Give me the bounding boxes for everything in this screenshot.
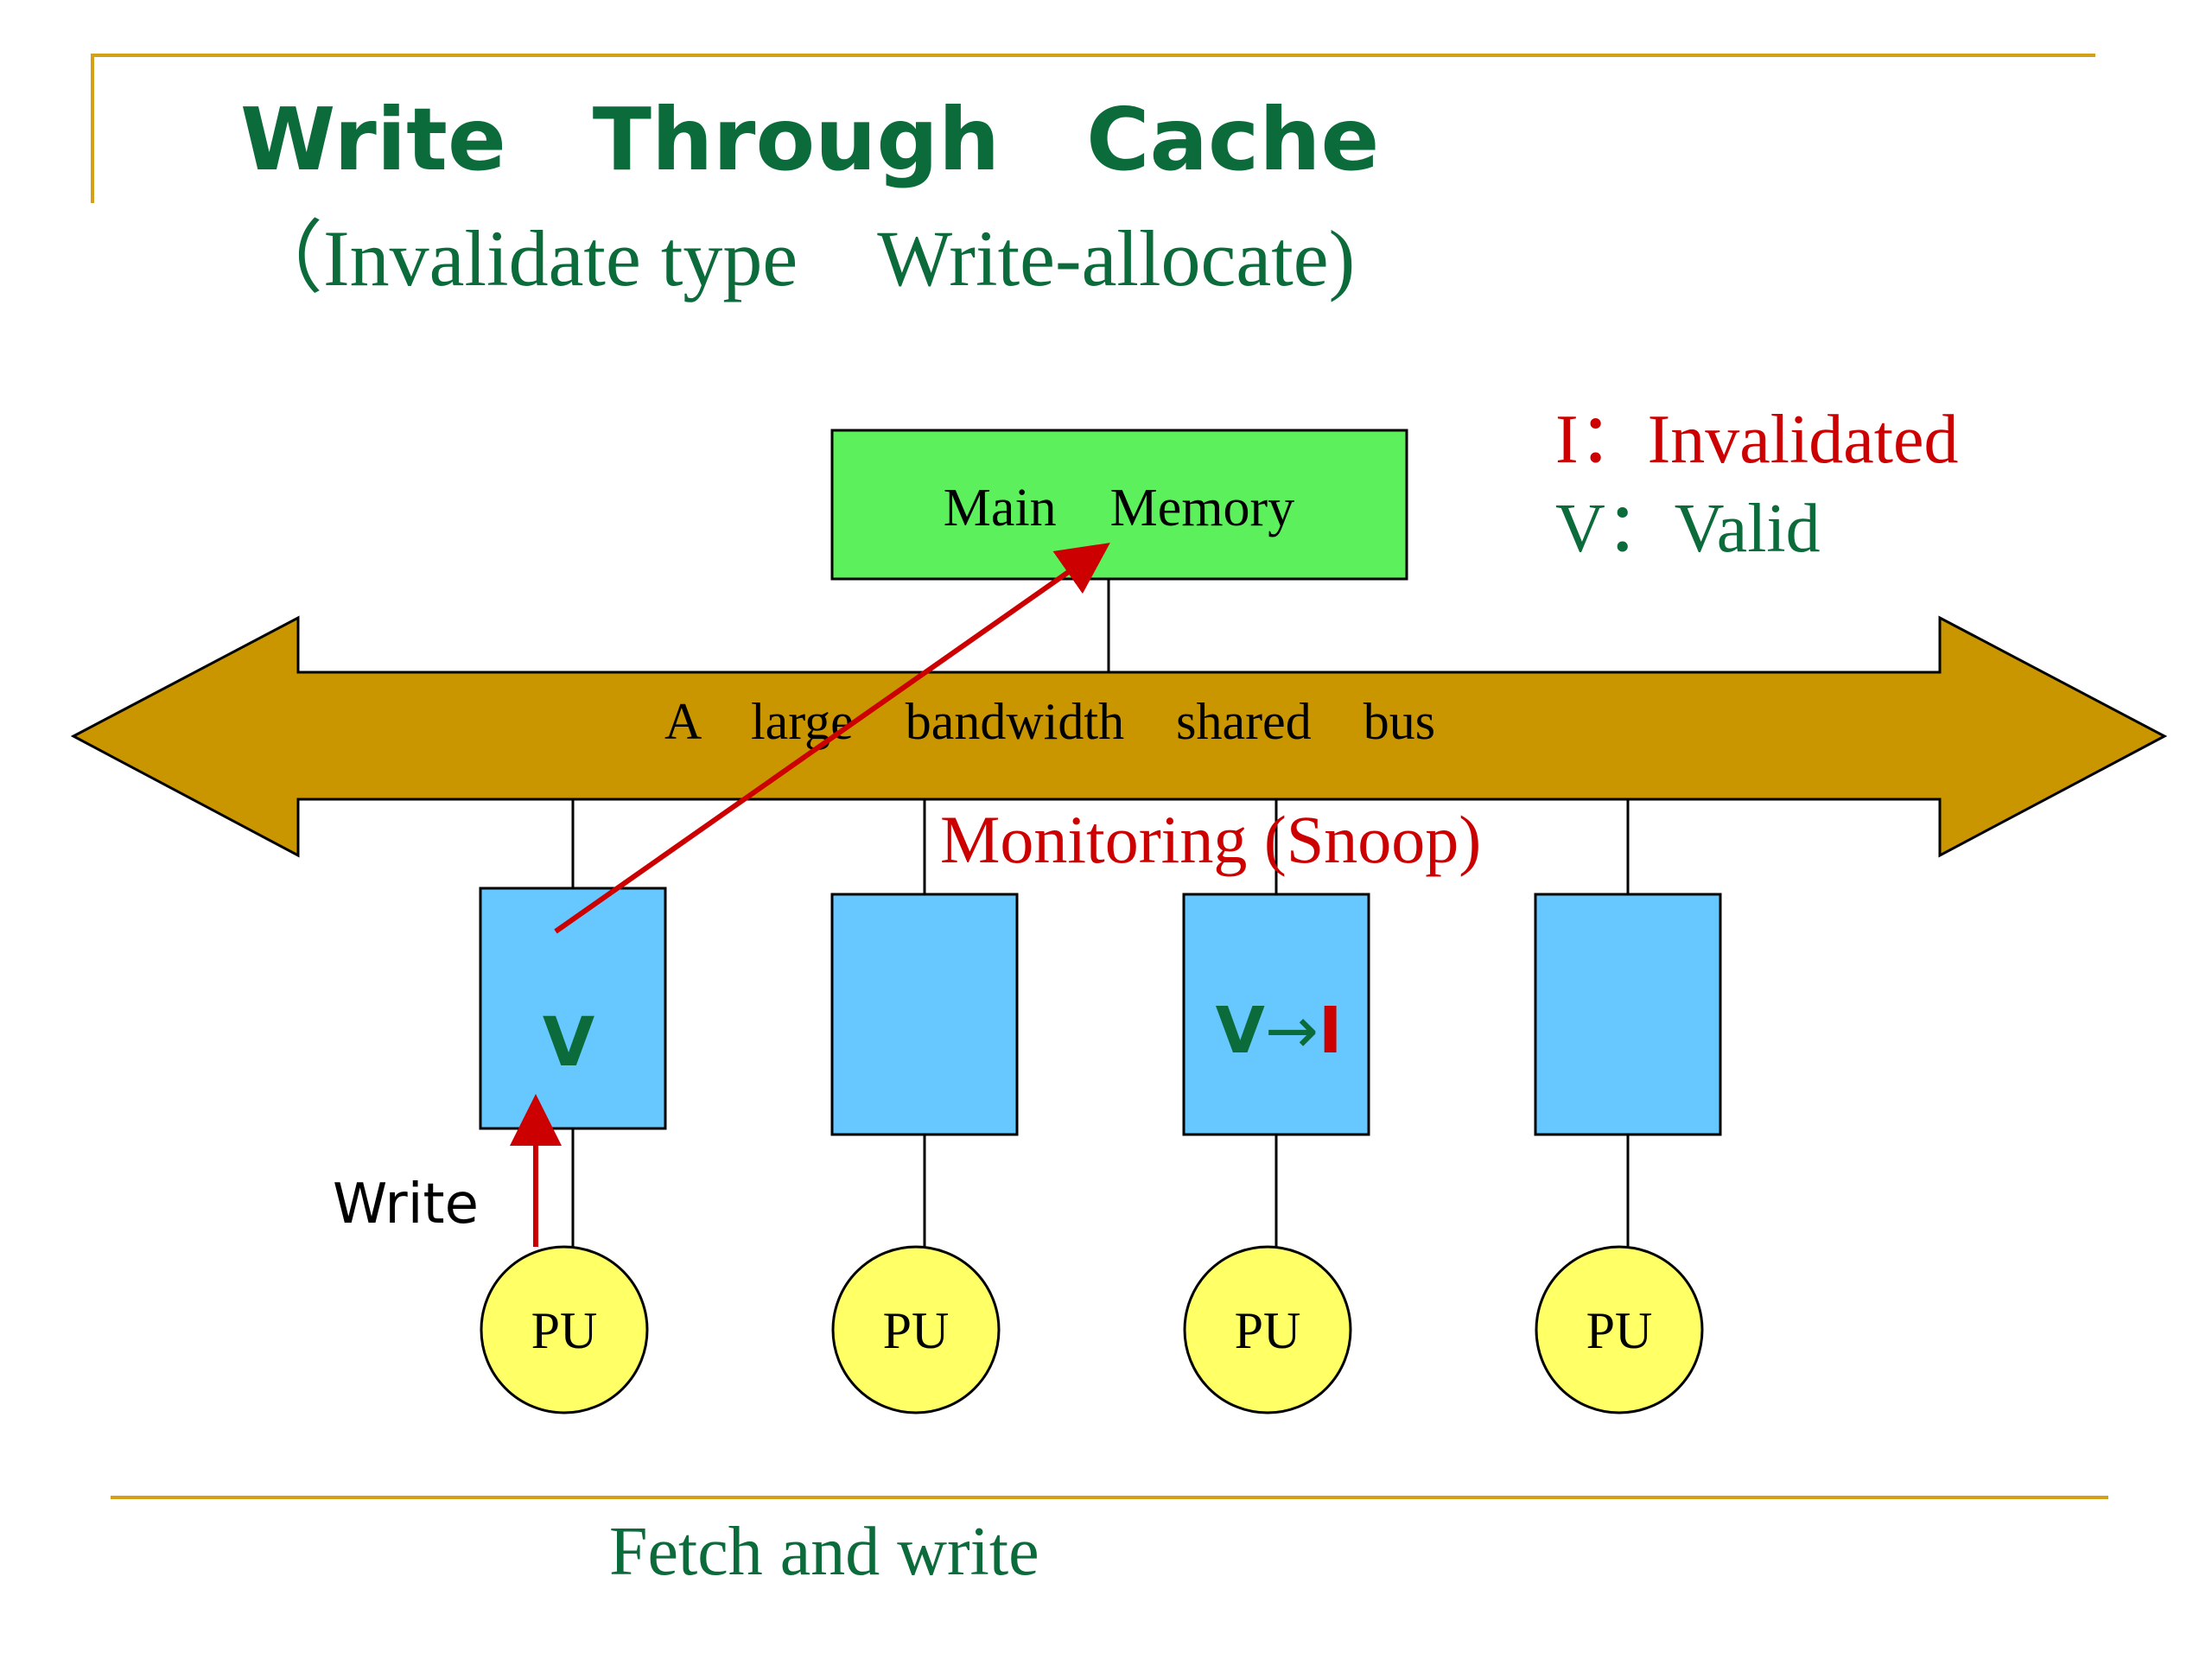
legend-valid-sep: ： bbox=[1605, 491, 1675, 567]
write-label: Write bbox=[333, 1173, 479, 1236]
legend-valid: V：Valid bbox=[1555, 491, 1821, 567]
cache-3-new-state: I bbox=[1319, 994, 1343, 1068]
page-title: Write Through Cache bbox=[240, 89, 1379, 190]
cache-3-state-change: V→I bbox=[1216, 994, 1343, 1068]
cache-1-state: V bbox=[543, 1004, 594, 1082]
legend-valid-text: Valid bbox=[1675, 491, 1821, 567]
main-memory-label: Main Memory bbox=[944, 479, 1294, 537]
main-memory-box bbox=[830, 429, 1408, 581]
legend-invalidated-sep: ： bbox=[1579, 402, 1648, 478]
pu-circle bbox=[831, 1245, 1001, 1414]
snoop-label: Monitoring (Snoop) bbox=[940, 802, 1481, 877]
shared-bus-label: A large bandwidth shared bus bbox=[664, 693, 1435, 750]
cache-box bbox=[1182, 893, 1370, 1136]
cache-box bbox=[1534, 893, 1722, 1136]
footer-caption: Fetch and write bbox=[609, 1514, 1039, 1590]
page-subtitle: （Invalidate type Write-allocate) bbox=[244, 214, 1355, 302]
pu-label: PU bbox=[883, 1302, 950, 1359]
cache-box bbox=[830, 893, 1019, 1136]
cache-3-arrow: → bbox=[1265, 994, 1319, 1068]
write-through-arrow bbox=[554, 543, 1110, 934]
pu-label: PU bbox=[1235, 1302, 1301, 1359]
legend-invalidated-key: I bbox=[1555, 402, 1579, 478]
pu-label: PU bbox=[531, 1302, 598, 1359]
pu-label: PU bbox=[1586, 1302, 1653, 1359]
pu-circle bbox=[1535, 1245, 1704, 1414]
cache-3-old-state: V bbox=[1216, 994, 1265, 1068]
legend-valid-key: V bbox=[1555, 491, 1605, 567]
shared-bus-arrow bbox=[70, 615, 2168, 858]
pu-circle bbox=[1183, 1245, 1352, 1414]
pu-circle bbox=[480, 1245, 649, 1414]
cache-box bbox=[479, 887, 667, 1130]
legend-invalidated: I：Invalidated bbox=[1555, 402, 1958, 478]
legend-invalidated-text: Invalidated bbox=[1648, 402, 1959, 478]
